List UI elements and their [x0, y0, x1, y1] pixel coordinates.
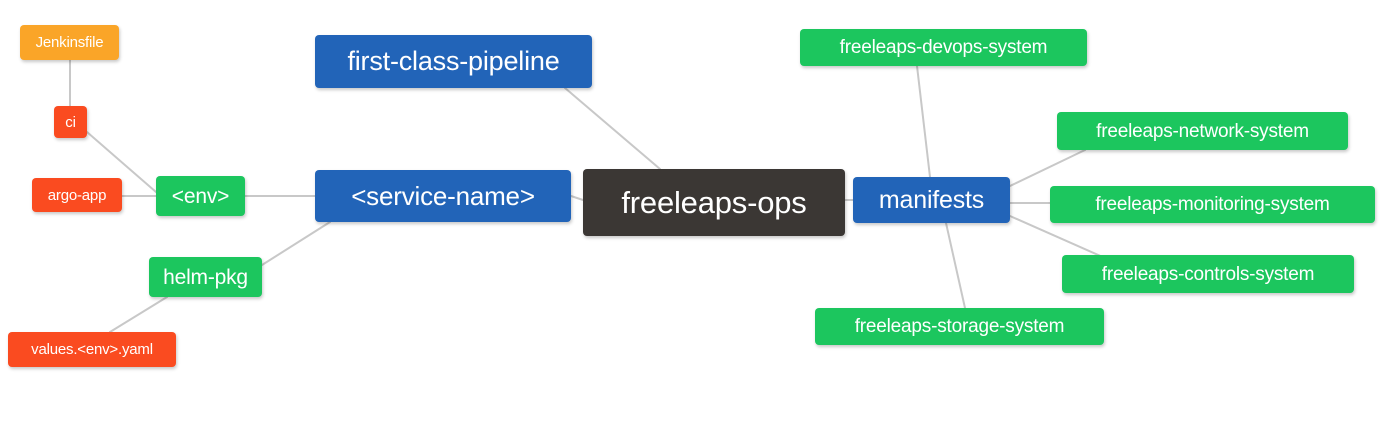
node-freeleaps-ops[interactable]: freeleaps-ops	[583, 169, 845, 236]
edge-first-class-to-freeleaps-ops	[564, 87, 661, 170]
edge-manifests-to-storage	[945, 222, 966, 309]
edge-helm-pkg-to-values-yaml	[109, 296, 168, 333]
node-service-name[interactable]: <service-name>	[315, 170, 571, 222]
node-env[interactable]: <env>	[156, 176, 245, 216]
node-manifests[interactable]: manifests	[853, 177, 1010, 223]
node-ci[interactable]: ci	[54, 106, 87, 138]
node-jenkinsfile[interactable]: Jenkinsfile	[20, 25, 119, 60]
node-monitoring[interactable]: freeleaps-monitoring-system	[1050, 186, 1375, 223]
node-argo-app[interactable]: argo-app	[32, 178, 122, 212]
node-first-class[interactable]: first-class-pipeline	[315, 35, 592, 88]
node-devops[interactable]: freeleaps-devops-system	[800, 29, 1087, 66]
node-storage[interactable]: freeleaps-storage-system	[815, 308, 1104, 345]
edge-manifests-to-devops	[916, 65, 931, 178]
node-controls[interactable]: freeleaps-controls-system	[1062, 255, 1354, 293]
node-helm-pkg[interactable]: helm-pkg	[149, 257, 262, 297]
edge-service-name-to-freeleaps-ops	[570, 195, 584, 201]
edge-service-name-to-helm-pkg	[261, 221, 331, 266]
node-values-yaml[interactable]: values.<env>.yaml	[8, 332, 176, 367]
node-network[interactable]: freeleaps-network-system	[1057, 112, 1348, 150]
edge-manifests-to-network	[1009, 149, 1086, 187]
